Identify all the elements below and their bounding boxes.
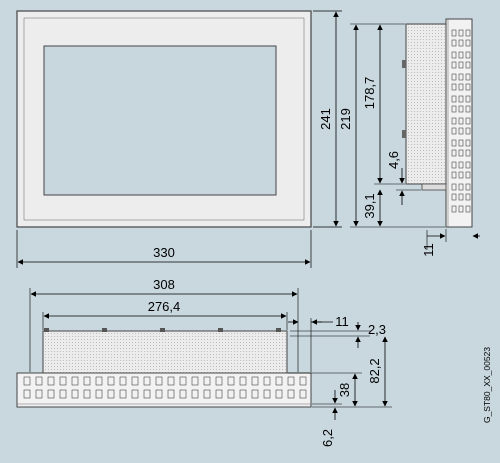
side-depth-label: 11 bbox=[421, 243, 436, 257]
bottom-view bbox=[16, 328, 312, 408]
bottom-housing bbox=[42, 330, 288, 374]
front-view bbox=[16, 10, 312, 228]
display-area bbox=[43, 45, 277, 196]
bottom-height-label: 82,2 bbox=[367, 358, 382, 383]
front-inner-frame bbox=[23, 17, 305, 221]
side-rear-lower bbox=[421, 183, 447, 191]
side-connector-slots bbox=[451, 29, 471, 213]
side-lower-height-label: 39,1 bbox=[362, 193, 377, 218]
bottom-lower-height-dimension: 38 bbox=[288, 372, 362, 407]
side-gap-label: 4,6 bbox=[386, 151, 401, 169]
bottom-overall-width-dimension: 308 bbox=[29, 277, 299, 372]
side-housing bbox=[405, 23, 447, 185]
side-gap-dimension: 4,6 bbox=[386, 151, 421, 205]
bottom-height-dimension: 82,2 bbox=[312, 336, 392, 408]
drawing-id: G_ST80_XX_00523 bbox=[482, 347, 492, 423]
front-height-label: 241 bbox=[318, 108, 333, 130]
side-total-height-dimension: 219 bbox=[338, 23, 445, 228]
front-width-dimension: 330 bbox=[16, 230, 312, 268]
bottom-offset-label: 11 bbox=[335, 314, 349, 329]
bottom-overall-width-label: 308 bbox=[153, 277, 175, 292]
front-height-dimension: 241 bbox=[313, 10, 342, 228]
side-depth-dimension: 11 bbox=[421, 229, 480, 257]
bottom-inner-width-dimension: 276,4 bbox=[42, 299, 288, 330]
bottom-lower-height-label: 38 bbox=[337, 383, 352, 397]
bottom-offset-dimension: 11 bbox=[288, 314, 349, 372]
bottom-clearance-dimension: 2,3 bbox=[290, 322, 386, 348]
side-total-height-label: 219 bbox=[338, 108, 353, 130]
bottom-slots bbox=[23, 376, 307, 399]
side-upper-height-dimension: 178,7 bbox=[362, 24, 405, 185]
bottom-inner-width-label: 276,4 bbox=[148, 299, 181, 314]
side-upper-height-label: 178,7 bbox=[362, 77, 377, 110]
bottom-offset-lower-label: 6,2 bbox=[320, 429, 335, 447]
front-width-label: 330 bbox=[153, 245, 175, 260]
side-view bbox=[402, 18, 473, 228]
side-lower-height-dimension: 39,1 bbox=[362, 189, 383, 227]
bottom-offset-lower-dimension: 6,2 bbox=[312, 390, 342, 447]
bottom-clearance-label: 2,3 bbox=[368, 322, 386, 337]
